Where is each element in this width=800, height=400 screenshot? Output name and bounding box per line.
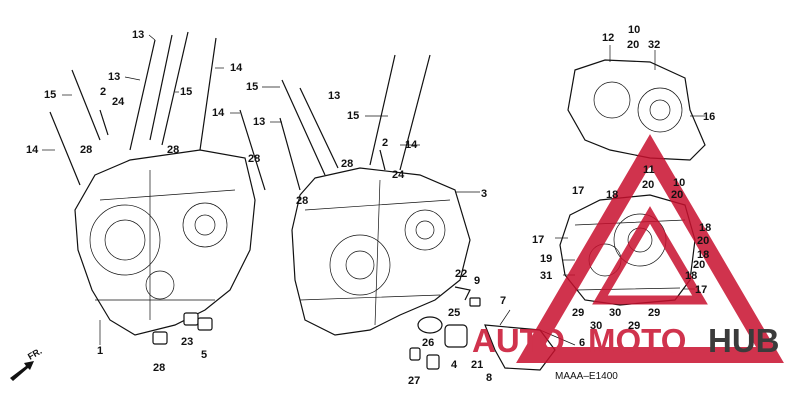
callout-2: 2 xyxy=(382,137,388,149)
stud-bolts-left xyxy=(49,31,217,186)
callout-29: 29 xyxy=(648,307,660,319)
callout-24: 24 xyxy=(392,169,405,181)
callout-20: 20 xyxy=(693,259,705,271)
callout-29: 29 xyxy=(628,320,640,332)
crankcase-right xyxy=(291,167,471,336)
callout-30: 30 xyxy=(609,307,621,319)
callout-32: 32 xyxy=(648,39,660,51)
callout-18: 18 xyxy=(699,222,711,234)
callout-18: 18 xyxy=(697,249,709,261)
callout-2: 2 xyxy=(100,86,106,98)
callout-28: 28 xyxy=(341,158,353,170)
callout-18: 18 xyxy=(685,270,697,282)
callout-13: 13 xyxy=(132,29,144,41)
callout-31: 31 xyxy=(540,270,552,282)
watermark-inner-triangle xyxy=(592,206,708,305)
callout-16: 16 xyxy=(703,111,715,123)
callout-26: 26 xyxy=(422,337,434,349)
watermark-brand-auto: AUTO xyxy=(472,322,565,359)
callout-numbers: 13 13 13 13 14 14 14 14 15 15 15 15 2 24… xyxy=(26,24,715,387)
callout-20: 20 xyxy=(642,179,654,191)
callout-15: 15 xyxy=(246,81,258,93)
callout-14: 14 xyxy=(230,62,243,74)
callout-17: 17 xyxy=(532,234,544,246)
callout-6: 6 xyxy=(579,337,585,349)
callout-5: 5 xyxy=(201,349,207,361)
callout-23: 23 xyxy=(181,336,193,348)
callout-28: 28 xyxy=(248,153,260,165)
callout-8: 8 xyxy=(486,372,492,384)
crankcase-left xyxy=(74,149,256,336)
callout-15: 15 xyxy=(44,89,56,101)
callout-19: 19 xyxy=(540,253,552,265)
callout-22: 22 xyxy=(455,268,467,280)
callout-20: 20 xyxy=(697,235,709,247)
callout-11: 11 xyxy=(643,164,655,176)
callout-15: 15 xyxy=(180,86,192,98)
callout-25: 25 xyxy=(448,307,460,319)
callout-14: 14 xyxy=(212,107,225,119)
callout-10: 10 xyxy=(628,24,640,36)
cover-upper xyxy=(567,59,706,161)
callout-9: 9 xyxy=(474,275,480,287)
callout-12: 12 xyxy=(602,32,614,44)
callout-20: 20 xyxy=(671,189,683,201)
callout-29: 29 xyxy=(572,307,584,319)
callout-4: 4 xyxy=(451,359,458,371)
callout-3: 3 xyxy=(481,188,487,200)
callout-28: 28 xyxy=(80,144,92,156)
watermark-brand-hub: HUB xyxy=(708,322,780,359)
callout-7: 7 xyxy=(500,295,506,307)
callout-13: 13 xyxy=(328,90,340,102)
callout-24: 24 xyxy=(112,96,125,108)
watermark: AUTO MOTO HUB xyxy=(472,134,784,363)
stud-bolts-middle xyxy=(239,54,431,191)
callout-14: 14 xyxy=(26,144,39,156)
callout-1: 1 xyxy=(97,345,103,357)
front-direction-arrow: FR. xyxy=(10,346,44,381)
callout-10: 10 xyxy=(673,177,685,189)
callout-20: 20 xyxy=(627,39,639,51)
callout-21: 21 xyxy=(471,359,483,371)
callout-13: 13 xyxy=(108,71,120,83)
callout-14: 14 xyxy=(405,139,418,151)
callout-28: 28 xyxy=(167,144,179,156)
callout-17: 17 xyxy=(572,185,584,197)
diagram-code: MAAA–E1400 xyxy=(555,371,618,382)
callout-15: 15 xyxy=(347,110,359,122)
callout-30: 30 xyxy=(590,320,602,332)
callout-28: 28 xyxy=(296,195,308,207)
small-parts xyxy=(152,286,576,371)
callout-28: 28 xyxy=(153,362,165,374)
watermark-triangle xyxy=(516,134,784,363)
callout-17: 17 xyxy=(695,284,707,296)
callout-13: 13 xyxy=(253,116,265,128)
callout-27: 27 xyxy=(408,375,420,387)
watermark-brand-moto: MOTO xyxy=(588,322,686,359)
front-label: FR. xyxy=(26,346,44,362)
callout-18: 18 xyxy=(606,189,618,201)
